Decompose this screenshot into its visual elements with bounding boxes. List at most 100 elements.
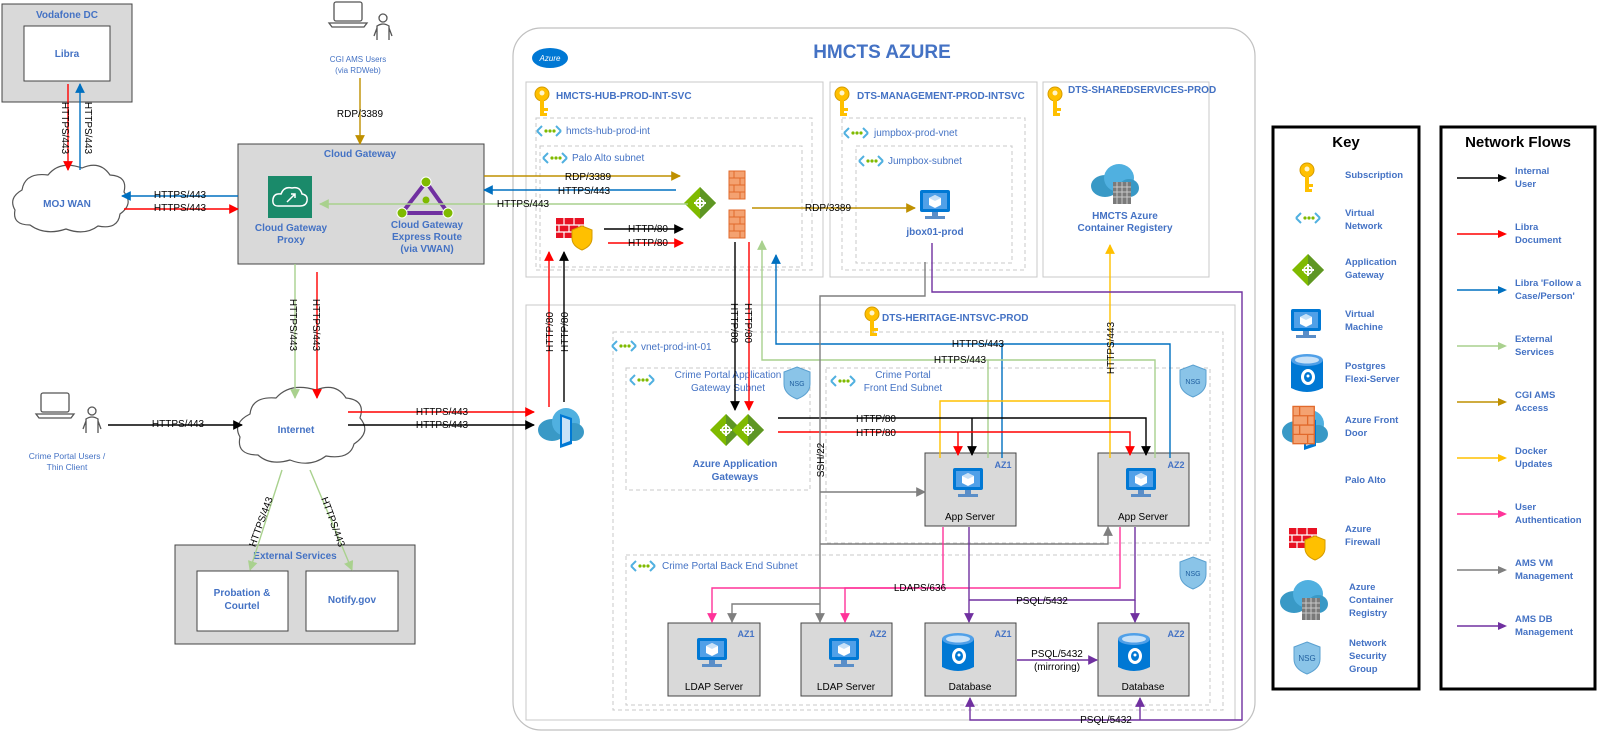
flow-legend-label: Management	[1515, 627, 1574, 638]
flow-external-services	[757, 240, 989, 458]
az1-label: AZ1	[994, 460, 1011, 470]
app-server-az1: AZ1 App Server	[924, 452, 1017, 527]
azure-badge: Azure	[532, 48, 568, 68]
flow-legend-arrowhead	[1498, 622, 1507, 630]
network-flows-panel: Network Flows InternalUserLibraDocumentL…	[1439, 125, 1597, 691]
label-rdp3389: RDP/3389	[805, 203, 852, 214]
postgres-icon	[942, 633, 974, 671]
virtual-machine-icon	[920, 190, 950, 219]
notify-label: Notify.gov	[328, 595, 377, 606]
jbox-label: jbox01-prod	[905, 227, 963, 238]
flow-ams-vm-management	[815, 262, 926, 623]
key-item-label: Azure Front	[1345, 415, 1399, 426]
frontend-subnet-label-1: Crime Portal	[875, 370, 931, 381]
appgw-label-2: Gateways	[712, 472, 759, 483]
vnet-icon	[630, 560, 656, 572]
flow-legend-arrowhead	[1498, 174, 1507, 182]
proxy-label-2: Proxy	[277, 235, 305, 246]
key-item-label: Postgres	[1345, 361, 1386, 372]
label-https443: HTTPS/443	[310, 299, 321, 352]
external-services: External Services Probation & Courtel No…	[174, 544, 416, 645]
cgi-ams-users: CGI AMS Users (via RDWeb)	[328, 1, 393, 75]
key-item-label: Firewall	[1345, 537, 1380, 548]
container-registry-icon	[1090, 163, 1140, 205]
key-item-label: Gateway	[1345, 270, 1385, 281]
label-http80: HTTP/80	[856, 428, 896, 439]
vnet-icon	[629, 374, 655, 386]
az2-label: AZ2	[1167, 629, 1184, 639]
postgres-icon	[1118, 633, 1150, 671]
key-item-label: Network	[1345, 221, 1383, 232]
postgres-icon	[1291, 354, 1323, 392]
app-server-label: App Server	[945, 512, 996, 523]
key-panel: Key Subscription Virtual Network Applica…	[1271, 125, 1421, 691]
palo-subnet-label: Palo Alto subnet	[572, 153, 644, 164]
key-item-label: Container	[1349, 595, 1394, 606]
appgw-subnet-label-2: Gateway Subnet	[691, 383, 765, 394]
azure-title: HMCTS AZURE	[813, 42, 951, 63]
azure-badge-label: Azure	[539, 54, 561, 63]
flow-legend-arrowhead	[1498, 342, 1507, 350]
app-server-az2: AZ2 App Server	[1097, 452, 1190, 527]
label-https443: HTTPS/443	[248, 495, 276, 548]
flow-ams-db-management	[931, 243, 1243, 721]
label-https443: HTTPS/443	[497, 199, 550, 210]
key-item-label: Virtual	[1345, 309, 1374, 320]
key-item-label: Registry	[1349, 608, 1388, 619]
flow-legend-label: CGI AMS	[1515, 390, 1555, 401]
ldap-server-az1: AZ1 LDAP Server	[667, 622, 761, 697]
probation-label-2: Courtel	[225, 601, 260, 612]
ldap-server-label: LDAP Server	[817, 682, 876, 693]
flow-legend-label: User	[1515, 502, 1536, 513]
key-item-label: Door	[1345, 428, 1367, 439]
vnet-hub-label: hmcts-hub-prod-int	[566, 126, 650, 137]
label-psql-mirror-1: PSQL/5432	[1031, 649, 1083, 660]
vnet-icon	[611, 340, 637, 352]
vnet-prod-label: vnet-prod-int-01	[641, 342, 712, 353]
label-https443: HTTPS/443	[152, 419, 205, 430]
flow-internal-user	[778, 417, 1151, 456]
flow-libra-follow	[1002, 343, 1171, 458]
database-label: Database	[949, 682, 992, 693]
label-https443: HTTPS/443	[318, 496, 346, 549]
database-az2: AZ2 Database	[1097, 622, 1190, 697]
flow-external-services	[309, 469, 354, 571]
sub-hub-label: HMCTS-HUB-PROD-INT-SVC	[556, 91, 692, 102]
key-item-label: Group	[1349, 664, 1378, 675]
crime-users-label-2: Thin Client	[47, 462, 88, 472]
vnet-icon	[830, 375, 856, 387]
key-item-label: Machine	[1345, 322, 1383, 333]
frontend-subnet-label-2: Front End Subnet	[864, 383, 943, 394]
label-https443: HTTPS/443	[1106, 321, 1117, 374]
az2-label: AZ2	[869, 629, 886, 639]
subscription-key-icon	[534, 86, 550, 117]
label-http80: HTTP/80	[628, 224, 668, 235]
palo-alto-icon	[728, 209, 746, 239]
crime-users-label-1: Crime Portal Users /	[29, 451, 106, 461]
label-https443: HTTPS/443	[934, 355, 987, 366]
label-https443: HTTPS/443	[952, 339, 1005, 350]
flow-legend-label: Case/Person'	[1515, 291, 1575, 302]
label-rdp3389: RDP/3389	[565, 172, 612, 183]
flow-legend-label: Document	[1515, 235, 1562, 246]
cloud-gateway-title: Cloud Gateway	[324, 149, 397, 160]
nsg-label: NSG	[1185, 571, 1200, 578]
nsg-label: NSG	[1298, 654, 1315, 663]
flow-legend-label: Access	[1515, 403, 1548, 414]
moj-wan-label: MOJ WAN	[43, 199, 91, 210]
flow-legend-item: AMS VM Management	[1457, 558, 1574, 582]
backend-subnet-label: Crime Portal Back End Subnet	[662, 561, 798, 572]
label-https443: HTTPS/443	[416, 407, 469, 418]
flow-external-services	[988, 359, 1156, 458]
flow-legend-arrowhead	[1498, 230, 1507, 238]
flow-legend-label: Internal	[1515, 166, 1549, 177]
flow-legend-label: AMS VM	[1515, 558, 1553, 569]
jumpbox-vnet-label: jumpbox-prod-vnet	[873, 128, 958, 139]
flow-legend-label: Management	[1515, 571, 1574, 582]
